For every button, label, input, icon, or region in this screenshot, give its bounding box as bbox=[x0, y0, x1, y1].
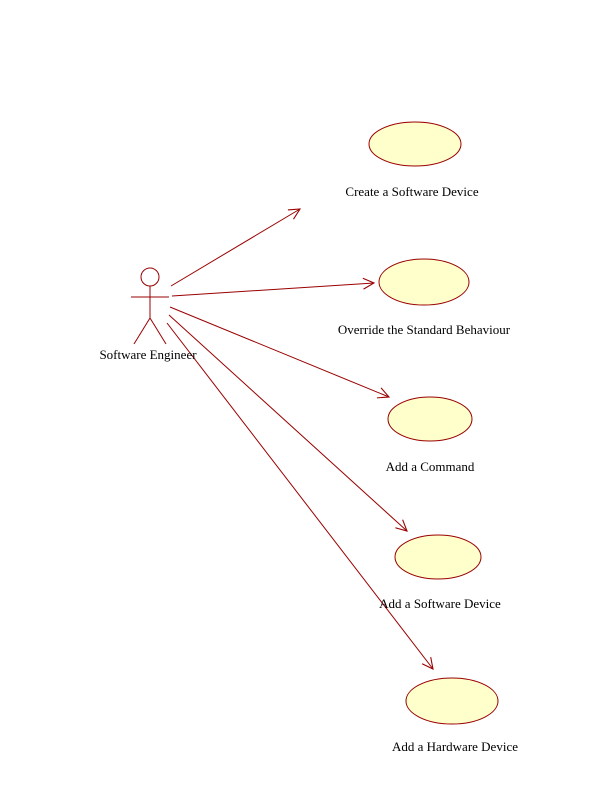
actor-software-engineer[interactable] bbox=[131, 267, 169, 345]
actor-right-leg bbox=[149, 317, 167, 345]
use-case-ellipse bbox=[405, 677, 499, 725]
association-add-a-software-device[interactable] bbox=[168, 314, 407, 531]
use-case-override-the-standard-behaviour[interactable] bbox=[378, 258, 470, 306]
use-case-label-add-a-command: Add a Command bbox=[386, 459, 475, 474]
association-create-a-software-device[interactable] bbox=[170, 209, 300, 287]
actor-head bbox=[140, 267, 160, 287]
actor-left-leg bbox=[133, 317, 151, 345]
association-add-a-command[interactable] bbox=[169, 306, 389, 397]
use-case-ellipse bbox=[378, 258, 470, 306]
use-case-ellipse bbox=[387, 396, 473, 442]
use-case-label-create-a-software-device: Create a Software Device bbox=[345, 184, 478, 199]
use-case-ellipse bbox=[368, 121, 462, 167]
use-case-label-add-a-hardware-device: Add a Hardware Device bbox=[392, 739, 518, 754]
use-case-ellipse bbox=[394, 534, 482, 580]
use-case-label-add-a-software-device: Add a Software Device bbox=[379, 596, 501, 611]
use-case-add-a-hardware-device[interactable] bbox=[405, 677, 499, 725]
association-add-a-hardware-device[interactable] bbox=[166, 322, 433, 669]
actor-label: Software Engineer bbox=[99, 347, 197, 362]
use-case-label-override-the-standard-behaviour: Override the Standard Behaviour bbox=[338, 322, 511, 337]
use-case-add-a-software-device[interactable] bbox=[394, 534, 482, 580]
use-case-add-a-command[interactable] bbox=[387, 396, 473, 442]
use-case-create-a-software-device[interactable] bbox=[368, 121, 462, 167]
association-override-the-standard-behaviour[interactable] bbox=[171, 283, 374, 297]
